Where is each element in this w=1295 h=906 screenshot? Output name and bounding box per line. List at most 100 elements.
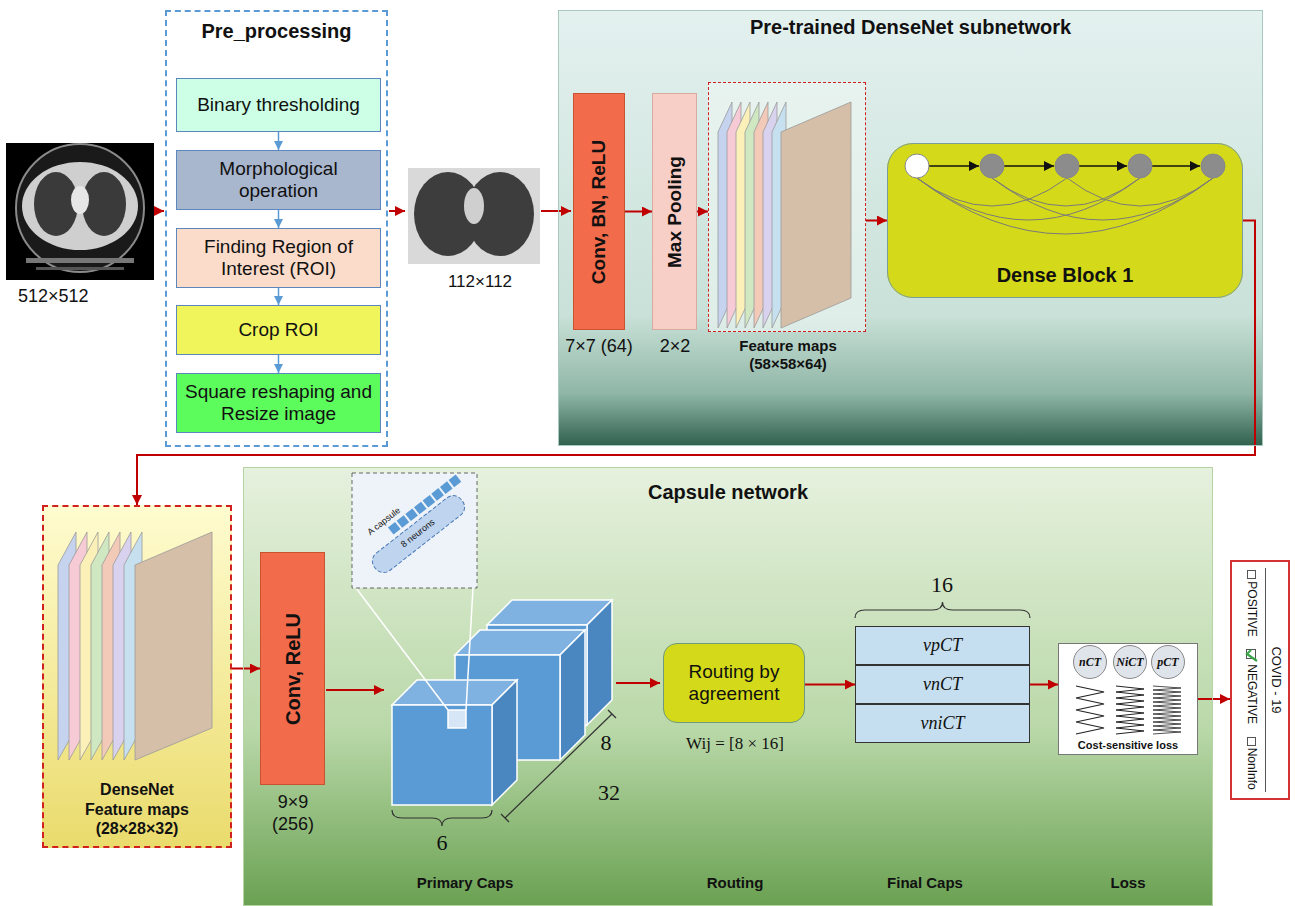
box-label: Square reshaping and Resize image bbox=[180, 381, 377, 425]
box-label: Binary thresholding bbox=[197, 94, 360, 116]
dense-connection-arcs bbox=[917, 178, 1067, 206]
label-holder: 512×512 bbox=[18, 286, 118, 308]
dense-connection-arcs bbox=[917, 178, 1213, 234]
option-label: NEGATIVE bbox=[1245, 664, 1259, 724]
capsule-vector: vpCT bbox=[855, 626, 1030, 665]
flow-arrow bbox=[541, 210, 571, 212]
preprocessing-panel: Pre_processingBinary thresholdingMorphol… bbox=[165, 10, 388, 447]
dense-layer-dot bbox=[905, 154, 929, 178]
loss-pattern bbox=[1076, 686, 1104, 734]
flow-arrow bbox=[278, 132, 280, 150]
layer-label: Max Pooling bbox=[664, 156, 686, 268]
option-label: POSITIVE bbox=[1245, 581, 1259, 636]
dimension-bracket bbox=[608, 710, 616, 718]
dense-layer-arrow bbox=[929, 165, 979, 167]
loss-pattern bbox=[1116, 686, 1144, 734]
loss-box: Cost-sensitive lossnCTNiCTpCT bbox=[1058, 643, 1198, 755]
feature-map-box: DenseNet Feature maps (28×28×32) bbox=[42, 505, 232, 848]
dimension-label: 16 bbox=[922, 572, 962, 598]
capsule-inset bbox=[352, 473, 477, 588]
primary-capsule-cube bbox=[587, 600, 612, 725]
ct-scan-image bbox=[26, 258, 134, 263]
weight-label: Wij = [8 × 16] bbox=[650, 734, 820, 754]
label-holder: 8 neurons bbox=[391, 511, 445, 556]
dense-layer-arrow bbox=[1004, 165, 1054, 167]
flow-arrow bbox=[278, 288, 280, 305]
dense-layer-arrow bbox=[1152, 165, 1200, 167]
output-panel: COVID - 19POSITIVENEGATIVENonInfo bbox=[1230, 560, 1290, 800]
feature-map-stack bbox=[718, 102, 851, 328]
stage-label: Final Caps bbox=[865, 874, 985, 892]
label-holder: 32 bbox=[592, 780, 626, 806]
cropped-lung-image bbox=[464, 188, 484, 224]
flow-arrow bbox=[616, 682, 660, 684]
panel-ground bbox=[165, 10, 388, 447]
box-label: Routing by agreement bbox=[667, 661, 801, 705]
process-box: Morphological operation bbox=[176, 150, 381, 210]
cropped-lung-image bbox=[408, 168, 540, 264]
capsule-panel: Capsule networkConv, ReLU Routing by agre… bbox=[243, 467, 1213, 906]
box-label: vnCT bbox=[923, 674, 962, 695]
primary-capsule-cube bbox=[492, 680, 517, 805]
kernel-size-label: 7×7 (64) bbox=[562, 336, 636, 358]
loss-pattern bbox=[1153, 686, 1181, 734]
label-holder: Primary Caps bbox=[400, 874, 530, 892]
process-box: Finding Region of Interest (ROI) bbox=[176, 228, 381, 288]
ct-scan-image bbox=[16, 144, 144, 272]
image-size-label: 512×512 bbox=[18, 286, 118, 308]
label-holder: Loss bbox=[1098, 874, 1158, 892]
layer-block: Max Pooling bbox=[652, 93, 697, 330]
dense-connection-arcs bbox=[992, 178, 1213, 220]
box-label: Crop ROI bbox=[238, 319, 318, 341]
dense-layer-arrow bbox=[1079, 165, 1127, 167]
panel-ground bbox=[708, 82, 866, 332]
dense-layer-dot bbox=[980, 154, 1004, 178]
label-holder: Wij = [8 × 16] bbox=[650, 734, 820, 754]
panel-title: Capsule network bbox=[244, 481, 1212, 504]
feature-map-stack bbox=[781, 102, 851, 328]
dense-connection-arcs bbox=[992, 178, 1140, 206]
class-circle: nCT bbox=[1073, 645, 1107, 679]
dense-layer-dot bbox=[1055, 154, 1079, 178]
capsule-inset bbox=[397, 515, 410, 528]
checkbox bbox=[1248, 570, 1257, 579]
flow-arrow bbox=[154, 210, 164, 212]
panel-ground bbox=[887, 143, 1243, 298]
box-label: NiCT bbox=[1116, 655, 1143, 669]
check-tick bbox=[1248, 650, 1258, 661]
box-label: nCT bbox=[1079, 655, 1101, 669]
capsule-inset bbox=[414, 502, 427, 515]
capsule-inset bbox=[405, 508, 418, 521]
label-holder: 112×112 bbox=[420, 272, 540, 292]
box-label: vniCT bbox=[920, 713, 964, 734]
dimension-bracket bbox=[392, 602, 1030, 826]
layer-block: Conv, ReLU bbox=[260, 552, 325, 785]
ct-scan-image bbox=[22, 162, 138, 250]
stage-label: Loss bbox=[1098, 874, 1158, 892]
flow-arrow bbox=[805, 684, 855, 686]
dimension-label: 32 bbox=[592, 780, 626, 806]
primary-capsule-cube bbox=[356, 588, 612, 805]
flow-arrow bbox=[389, 210, 405, 212]
ct-scan-image bbox=[6, 143, 154, 280]
output-content: COVID - 19POSITIVENEGATIVENonInfo bbox=[1232, 562, 1288, 798]
capsule-inset bbox=[440, 481, 453, 494]
dimension-label: 6 bbox=[430, 830, 454, 856]
label-holder: 6 bbox=[430, 830, 454, 856]
dimension-bracket bbox=[392, 810, 492, 826]
ct-scan-image bbox=[71, 186, 89, 214]
layer-block: Conv, BN, ReLU bbox=[573, 93, 625, 330]
checkbox bbox=[1248, 737, 1257, 746]
primary-capsule-cube bbox=[356, 588, 448, 710]
dimension-label: 8 bbox=[594, 730, 618, 756]
densenet-panel: Pre-trained DenseNet subnetworkConv, BN,… bbox=[558, 10, 1263, 446]
feature-map-box: Feature maps (58×58×64) bbox=[708, 82, 866, 332]
block-label: Cost-sensitive loss bbox=[1078, 739, 1178, 752]
label-holder: 9×9 (256) bbox=[256, 792, 330, 835]
capsule-vector: vniCT bbox=[855, 704, 1030, 743]
flow-arrow bbox=[278, 355, 280, 373]
panel-title: Pre_processing bbox=[167, 20, 386, 43]
ct-scan-image bbox=[6, 143, 154, 280]
flow-arrow bbox=[1030, 684, 1058, 686]
